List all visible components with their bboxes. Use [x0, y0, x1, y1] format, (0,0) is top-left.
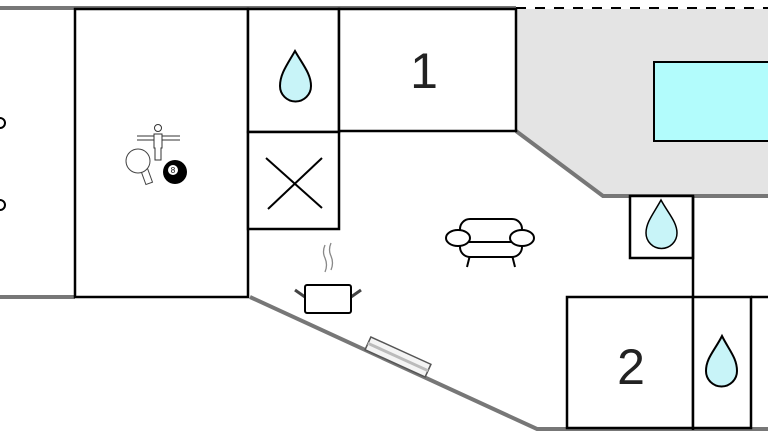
cooking-pot-icon	[294, 242, 362, 314]
table-tennis-icon	[125, 148, 154, 186]
toilet-x-icon	[265, 157, 323, 210]
toilet-room	[246, 130, 341, 231]
room-label-2: 2	[617, 339, 645, 395]
bedroom-1	[337, 7, 518, 133]
swimming-pool	[653, 61, 768, 142]
sofa-icon	[445, 218, 535, 268]
terrace	[516, 9, 768, 196]
water-drop-icon	[704, 333, 739, 388]
foosball-icon	[137, 124, 180, 161]
billiard-ball-icon: 8	[163, 160, 187, 184]
window-icon	[364, 335, 432, 379]
left-room-fixture	[0, 199, 6, 211]
bedroom-2	[565, 295, 695, 430]
water-drop-icon	[278, 48, 313, 103]
terrace-wall	[514, 129, 768, 198]
left-room-fixture	[0, 117, 6, 129]
room-label-1: 1	[410, 43, 438, 99]
water-drop-icon	[645, 198, 678, 250]
billiard-ball-number: 8	[171, 166, 176, 175]
